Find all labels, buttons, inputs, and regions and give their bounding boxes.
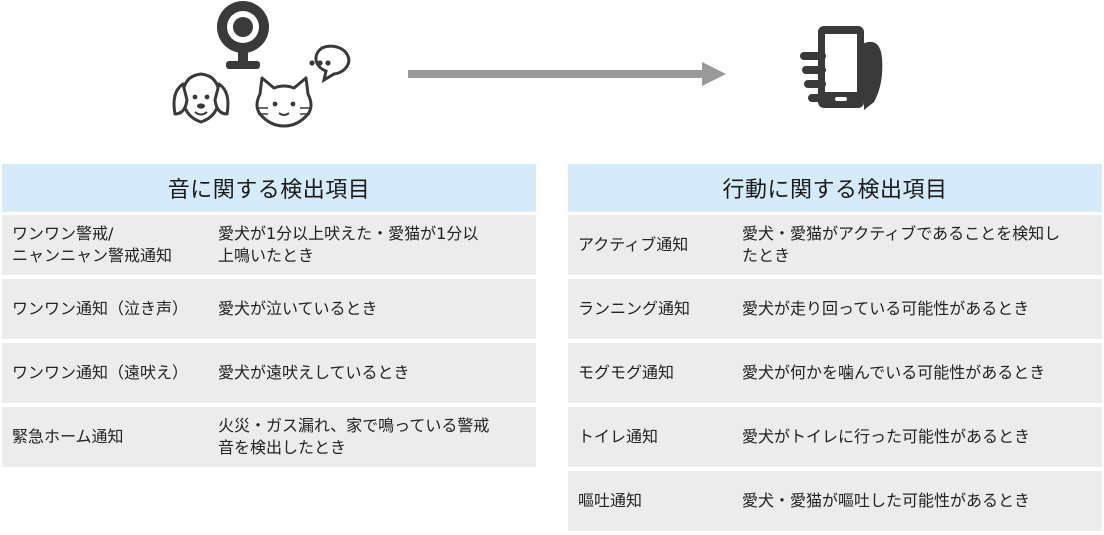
action-item-description: 愛犬・愛猫がアクティブであることを検知したとき (742, 224, 1061, 265)
action-item-description: 愛犬が何かを噛んでいる可能性があるとき (742, 363, 1046, 382)
dog-icon (172, 72, 230, 124)
sound-row: ワンワン通知（遠吠え） 愛犬が遠吠えしているとき (2, 343, 536, 403)
action-row: トイレ通知 愛犬がトイレに行った可能性があるとき (568, 407, 1102, 467)
sound-item-description: 愛犬が泣いているとき (218, 299, 378, 318)
action-item-label: ランニング通知 (578, 299, 691, 318)
action-item-description: 愛犬・愛猫が嘔吐した可能性があるとき (742, 491, 1031, 510)
action-items: アクティブ通知愛犬・愛猫がアクティブであることを検知したときランニング通知愛犬が… (568, 215, 1102, 531)
cat-icon (255, 76, 313, 128)
sound-item-description: 愛犬が遠吠えしているとき (218, 363, 410, 382)
arrow-right-icon (408, 62, 726, 86)
smartphone-hand-icon (800, 26, 883, 110)
action-item-description: 愛犬が走り回っている可能性があるとき (742, 299, 1030, 318)
sound-row: 緊急ホーム通知 火災・ガス漏れ、家で鳴っている警戒音を検出したとき (2, 407, 536, 467)
sound-row: ワンワン警戒/ニャンニャン警戒通知 愛犬が1分以上吠えた・愛猫が1分以上鳴いたとき (2, 215, 536, 275)
action-item-label: アクティブ通知 (578, 235, 689, 254)
sound-row: ワンワン通知（泣き声） 愛犬が泣いているとき (2, 279, 536, 339)
action-row: アクティブ通知 愛犬・愛猫がアクティブであることを検知したとき (568, 215, 1102, 275)
sound-item-label: ワンワン通知（泣き声） (12, 299, 189, 318)
sound-detection-panel: 音に関する検出項目 ワンワン警戒/ニャンニャン警戒通知 愛犬が1分以上吠えた・愛猫… (2, 164, 536, 471)
illustration (172, 1, 883, 128)
sound-item-label: ワンワン通知（遠吠え） (12, 363, 189, 382)
action-panel-title: 行動に関する検出項目 (568, 164, 1102, 212)
camera-icon (217, 1, 269, 69)
sound-item-label: 緊急ホーム通知 (12, 427, 124, 446)
action-detection-panel: 行動に関する検出項目 アクティブ通知 愛犬・愛猫がアクティブであることを検知したと… (568, 164, 1102, 535)
sound-item-label: ワンワン警戒/ニャンニャン警戒通知 (12, 224, 173, 265)
action-item-label: モグモグ通知 (578, 363, 675, 382)
speech-bubble-icon (309, 44, 351, 84)
action-row: 嘔吐通知 愛犬・愛猫が嘔吐した可能性があるとき (568, 471, 1102, 531)
action-item-description: 愛犬がトイレに行った可能性があるとき (742, 427, 1031, 446)
action-item-label: トイレ通知 (578, 427, 659, 446)
action-row: モグモグ通知 愛犬が何かを噛んでいる可能性があるとき (568, 343, 1102, 403)
sound-item-description: 愛犬が1分以上吠えた・愛猫が1分以上鳴いたとき (218, 224, 479, 265)
action-item-label: 嘔吐通知 (578, 491, 643, 510)
sound-item-description: 火災・ガス漏れ、家で鳴っている警戒音を検出したとき (218, 416, 490, 457)
action-row: ランニング通知 愛犬が走り回っている可能性があるとき (568, 279, 1102, 339)
sound-items: ワンワン警戒/ニャンニャン警戒通知 愛犬が1分以上吠えた・愛猫が1分以上鳴いたとき… (2, 215, 536, 467)
sound-panel-title: 音に関する検出項目 (2, 164, 536, 212)
